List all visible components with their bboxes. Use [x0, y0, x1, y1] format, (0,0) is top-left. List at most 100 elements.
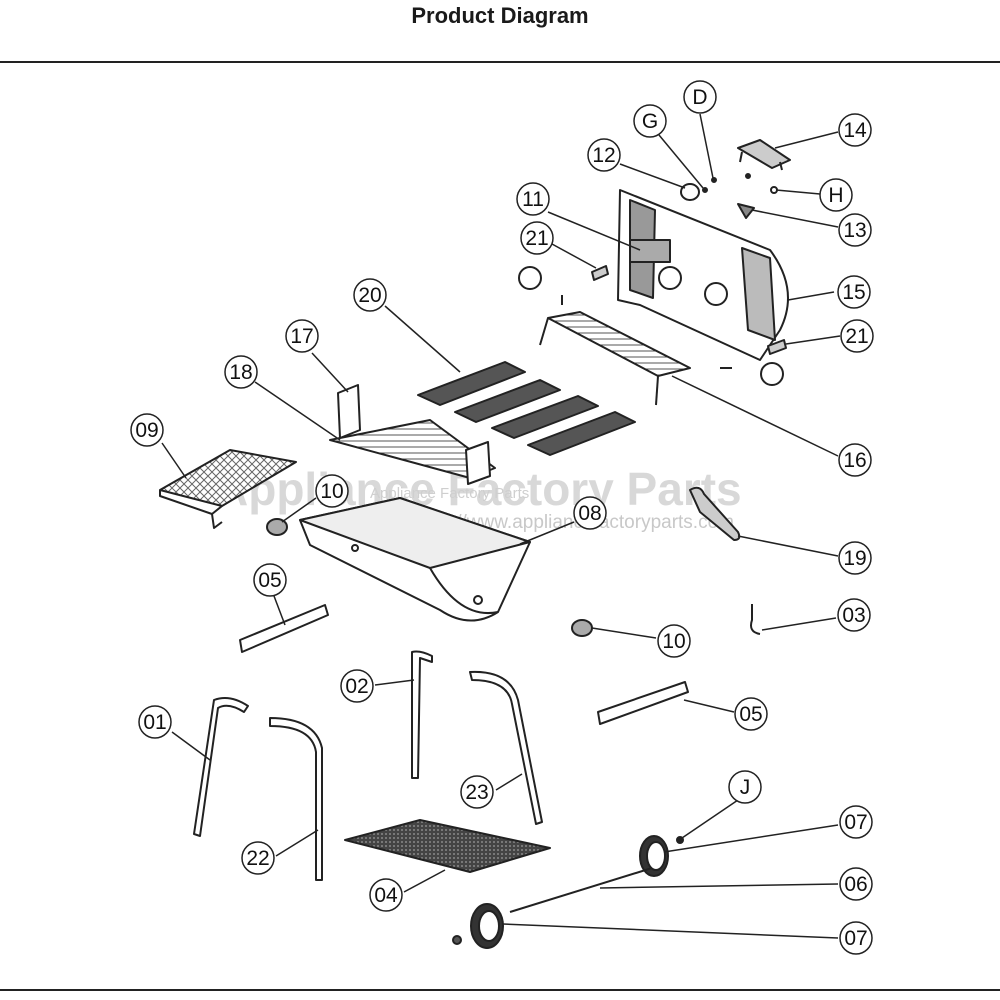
part-lid-handle	[689, 486, 741, 541]
callout-20: 20	[353, 278, 387, 312]
svg-text:H: H	[828, 184, 843, 207]
part-damper-10a	[266, 518, 288, 536]
part-firebox	[299, 497, 531, 622]
callout-16: 16	[838, 443, 872, 477]
svg-text:09: 09	[135, 419, 158, 442]
part-hook	[750, 604, 761, 635]
svg-text:21: 21	[525, 227, 548, 250]
callout-21b: 21	[840, 319, 874, 353]
callout-07b: 07	[839, 921, 873, 955]
svg-text:10: 10	[662, 630, 685, 653]
svg-text:07: 07	[844, 811, 867, 834]
svg-text:07: 07	[844, 927, 867, 950]
part-pin-j	[676, 836, 684, 844]
svg-text:12: 12	[592, 144, 615, 167]
callout-18: 18	[224, 355, 258, 389]
part-thumb-screw	[737, 203, 755, 219]
callout-12: 12	[587, 138, 621, 172]
callout-05a: 05	[253, 563, 287, 597]
svg-text:18: 18	[229, 361, 252, 384]
part-wheel-lower	[470, 903, 504, 949]
part-bottom-shelf	[344, 819, 551, 873]
callout-13: 13	[838, 213, 872, 247]
part-charcoal-tray	[329, 384, 496, 485]
callout-03: 03	[837, 598, 871, 632]
svg-text:16: 16	[843, 449, 866, 472]
svg-text:15: 15	[842, 281, 865, 304]
part-small-d	[711, 177, 717, 183]
part-damper-1	[518, 266, 542, 290]
callout-08: 08	[573, 496, 607, 530]
callout-23: 23	[460, 775, 494, 809]
svg-text:14: 14	[843, 119, 867, 142]
svg-text:21: 21	[845, 325, 868, 348]
callout-10b: 10	[657, 624, 691, 658]
callout-02: 02	[340, 669, 374, 703]
callout-14: 14	[838, 113, 872, 147]
leader-lines	[161, 113, 841, 939]
part-bracket-05b	[597, 681, 689, 725]
callout-H: H	[819, 178, 853, 212]
svg-text:13: 13	[843, 219, 866, 242]
callout-17: 17	[285, 319, 319, 353]
callout-07a: 07	[839, 805, 873, 839]
part-cooking-grate	[539, 311, 691, 406]
svg-text:05: 05	[739, 703, 762, 726]
svg-text:11: 11	[522, 188, 544, 211]
part-axle	[509, 867, 653, 913]
part-leg-01	[193, 697, 249, 837]
top-divider	[0, 61, 1000, 63]
callout-01: 01	[138, 705, 172, 739]
part-leg-02	[411, 650, 433, 779]
part-side-shelf	[159, 449, 297, 529]
svg-text:02: 02	[345, 675, 368, 698]
part-bolt-21b	[767, 339, 787, 355]
part-bracket-05a	[239, 604, 329, 653]
svg-text:04: 04	[374, 884, 398, 907]
callout-21a: 21	[520, 221, 554, 255]
part-side-panel	[617, 189, 789, 361]
part-cap	[452, 935, 462, 945]
part-top-handle	[737, 139, 791, 171]
callout-04: 04	[369, 878, 403, 912]
callout-J: J	[728, 770, 762, 804]
svg-text:D: D	[692, 86, 707, 109]
callout-15: 15	[837, 275, 871, 309]
callout-05b: 05	[734, 697, 768, 731]
svg-text:10: 10	[320, 480, 343, 503]
part-damper-2	[760, 362, 784, 386]
svg-text:17: 17	[290, 325, 313, 348]
page-title: Product Diagram	[411, 3, 589, 28]
svg-text:20: 20	[358, 284, 381, 307]
part-damper-10b	[571, 619, 593, 637]
callout-bubbles: D G 14 12 H 11 13 21 15 20 21 17 18 16 0…	[130, 80, 874, 955]
svg-text:01: 01	[143, 711, 166, 734]
callout-06: 06	[839, 867, 873, 901]
bottom-divider	[0, 989, 1000, 991]
callout-D: D	[683, 80, 717, 114]
part-leg-22	[269, 717, 323, 881]
svg-text:J: J	[740, 776, 751, 799]
part-bolt-21a	[591, 265, 609, 281]
callout-G: G	[633, 104, 667, 138]
callout-11: 11	[516, 182, 550, 216]
svg-text:G: G	[642, 110, 658, 133]
svg-text:08: 08	[578, 502, 601, 525]
part-wheel-upper	[639, 835, 669, 877]
part-charcoal-grates	[417, 361, 636, 456]
svg-text:22: 22	[246, 847, 269, 870]
part-knob-12	[680, 183, 700, 201]
callout-22: 22	[241, 841, 275, 875]
svg-text:23: 23	[465, 781, 488, 804]
callout-19: 19	[838, 541, 872, 575]
svg-text:19: 19	[843, 547, 866, 570]
part-screw-h1	[745, 173, 751, 179]
callout-09: 09	[130, 413, 164, 447]
svg-text:06: 06	[844, 873, 867, 896]
svg-text:05: 05	[258, 569, 281, 592]
svg-text:03: 03	[842, 604, 865, 627]
callout-10a: 10	[315, 474, 349, 508]
part-small-g	[702, 187, 708, 193]
watermark-small-text: Appliance Factory Parts	[370, 485, 529, 502]
